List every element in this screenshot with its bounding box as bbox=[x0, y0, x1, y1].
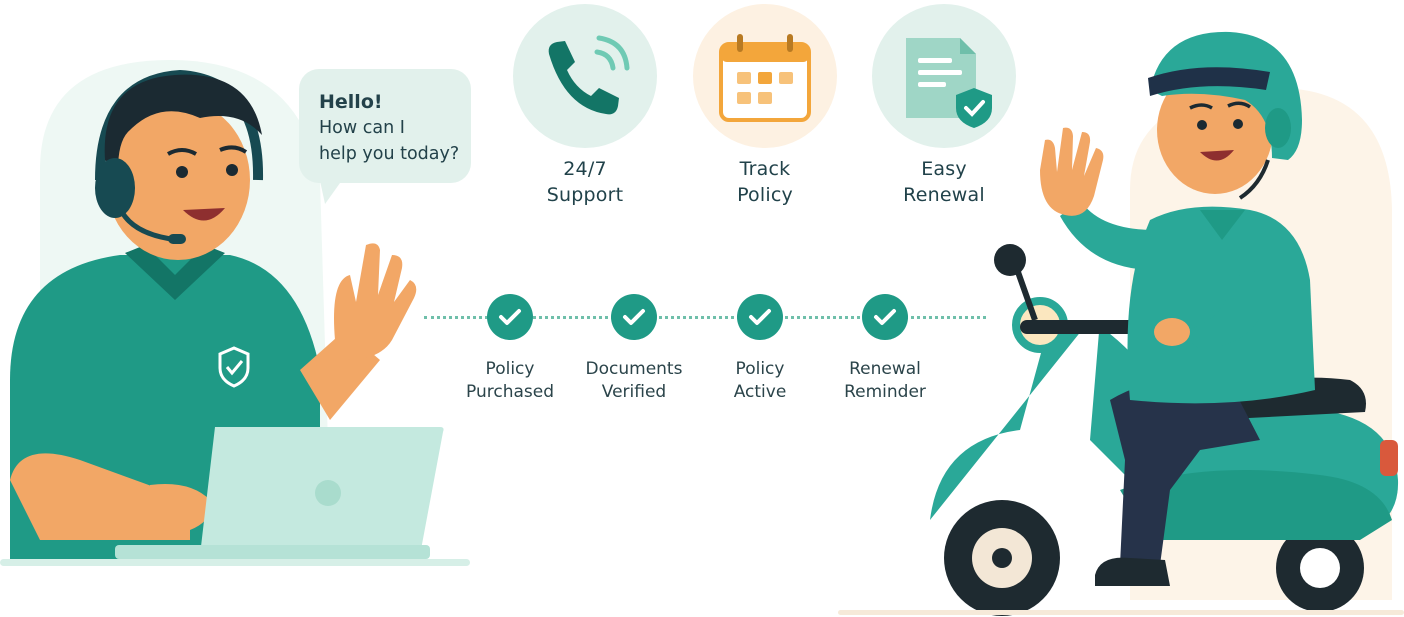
feature-renewal-circle bbox=[872, 4, 1016, 148]
timeline-step-verified-line-1: Documents bbox=[585, 359, 683, 379]
feature-support-line-2: Support bbox=[546, 184, 624, 206]
timeline-step-active-line-1: Policy bbox=[735, 359, 785, 379]
timeline-step-reminder: Renewal Reminder bbox=[815, 294, 955, 404]
feature-support-circle bbox=[513, 4, 657, 148]
floor-line-left bbox=[0, 559, 470, 566]
phone-icon bbox=[548, 35, 630, 115]
feature-renewal-line-1: Easy bbox=[921, 158, 967, 180]
document-shield-icon bbox=[906, 38, 992, 128]
check-icon bbox=[487, 294, 533, 340]
feature-track-line-1: Track bbox=[739, 158, 791, 180]
calendar-icon bbox=[719, 34, 811, 122]
feature-renewal-line-2: Renewal bbox=[903, 184, 985, 206]
floor-line-right bbox=[838, 610, 1404, 615]
timeline-step-active-line-2: Active bbox=[733, 382, 787, 402]
timeline-step-reminder-label: Renewal Reminder bbox=[815, 358, 955, 404]
support-agent-illustration bbox=[10, 60, 444, 560]
bubble-line-2: help you today? bbox=[319, 144, 460, 164]
check-icon bbox=[862, 294, 908, 340]
feature-support-label: 24/7 Support bbox=[512, 156, 658, 208]
check-icon bbox=[737, 294, 783, 340]
scooter-rider-illustration bbox=[930, 31, 1399, 616]
timeline-step-active-label: Policy Active bbox=[690, 358, 830, 404]
timeline-step-reminder-line-1: Renewal bbox=[849, 359, 921, 379]
timeline-step-purchased: Policy Purchased bbox=[440, 294, 580, 404]
timeline-step-purchased-label: Policy Purchased bbox=[440, 358, 580, 404]
timeline-step-purchased-line-1: Policy bbox=[485, 359, 535, 379]
timeline-step-verified-label: Documents Verified bbox=[564, 358, 704, 404]
feature-track-line-2: Policy bbox=[737, 184, 793, 206]
timeline-step-purchased-line-2: Purchased bbox=[466, 382, 554, 402]
feature-support-line-1: 24/7 bbox=[563, 158, 607, 180]
timeline-step-verified: Documents Verified bbox=[564, 294, 704, 404]
feature-track: Track Policy bbox=[692, 4, 838, 208]
timeline-step-active: Policy Active bbox=[690, 294, 830, 404]
timeline-step-reminder-line-2: Reminder bbox=[844, 382, 926, 402]
feature-renewal-label: Easy Renewal bbox=[871, 156, 1017, 208]
check-icon bbox=[611, 294, 657, 340]
timeline-dotted-line bbox=[424, 316, 986, 319]
bubble-greeting: Hello! bbox=[319, 91, 383, 113]
bubble-line-1: How can I bbox=[319, 118, 405, 138]
feature-track-circle bbox=[693, 4, 837, 148]
speech-bubble bbox=[299, 69, 471, 183]
timeline-step-verified-line-2: Verified bbox=[601, 382, 667, 402]
feature-track-label: Track Policy bbox=[692, 156, 838, 208]
speech-bubble-text: Hello! How can I help you today? bbox=[319, 89, 469, 167]
feature-support: 24/7 Support bbox=[512, 4, 658, 208]
feature-renewal: Easy Renewal bbox=[871, 4, 1017, 208]
